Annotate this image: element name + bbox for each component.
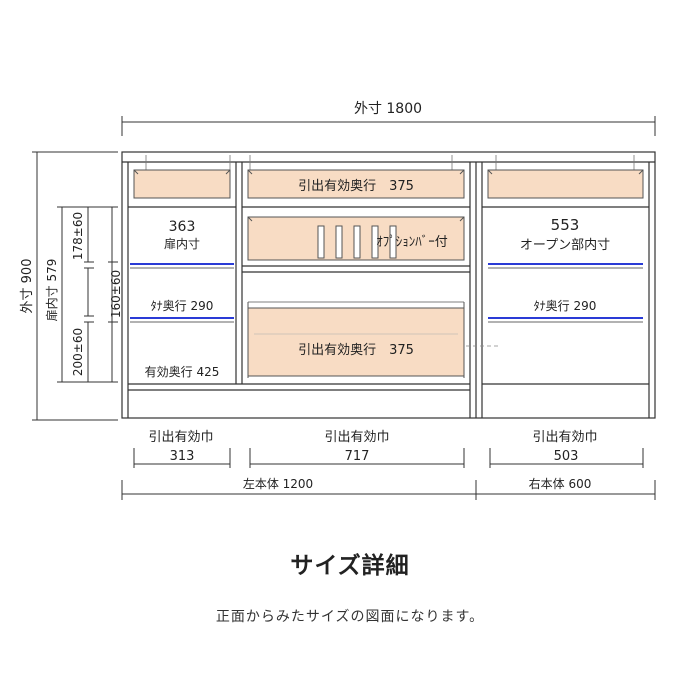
top-ticks [145,155,635,170]
left-depth-label: 有効奥行 425 [145,364,220,379]
dim-200-label: 200±60 [71,328,85,376]
left-width-value: 363 [169,219,196,235]
cabinet-body [121,151,656,419]
drawer-width-right: 503 [554,449,579,464]
outer-width-dimension [121,116,656,136]
door-inner-height-label: 扉内寸 579 [45,259,59,322]
cabinet-size-diagram: 外寸 1800 外寸 900 扉内寸 579 178±60 160±60 200… [20,101,656,500]
left-shelves [130,263,234,319]
top-drawers [133,169,644,199]
dim-160-label: 160±60 [109,270,123,318]
right-shelf-depth-label: ﾀﾅ奥行 290 [534,299,597,313]
drawer-width-label-right: 引出有効巾 [532,430,597,445]
option-bar-label: ｵﾌﾟｼｮﾝﾊﾞｰ付 [376,235,448,250]
left-shelf-depth-label: ﾀﾅ奥行 290 [151,299,214,313]
right-body-label: 右本体 600 [529,476,592,491]
section-heading: サイズ詳細 [290,553,410,579]
top-drawer-depth-label: 引出有効奥行 375 [298,179,414,194]
right-width-value: 553 [551,216,580,234]
section-caption: 正面からみたサイズの図面になります。 [215,609,485,625]
bottom-drawer-depth-label: 引出有効奥行 375 [298,343,414,358]
right-shelves [488,263,643,319]
drawer-width-left: 313 [170,449,195,464]
height-dimensions [32,151,118,421]
right-open-inner-label: オープン部内寸 [520,237,610,253]
drawer-width-dimensions [133,448,644,468]
drawer-width-label-left: 引出有効巾 [148,430,213,445]
drawer-width-label-mid: 引出有効巾 [324,430,389,445]
middle-lower-drawer [247,301,465,378]
outer-width-label: 外寸 1800 [354,101,422,117]
outer-height-label: 外寸 900 [20,259,35,314]
middle-upper-drawer [247,216,465,261]
left-body-label: 左本体 1200 [243,476,313,491]
body-width-dimensions [121,480,656,500]
drawer-width-mid: 717 [345,449,370,464]
left-door-inner-label: 扉内寸 [164,237,200,251]
dim-178-label: 178±60 [71,212,85,260]
